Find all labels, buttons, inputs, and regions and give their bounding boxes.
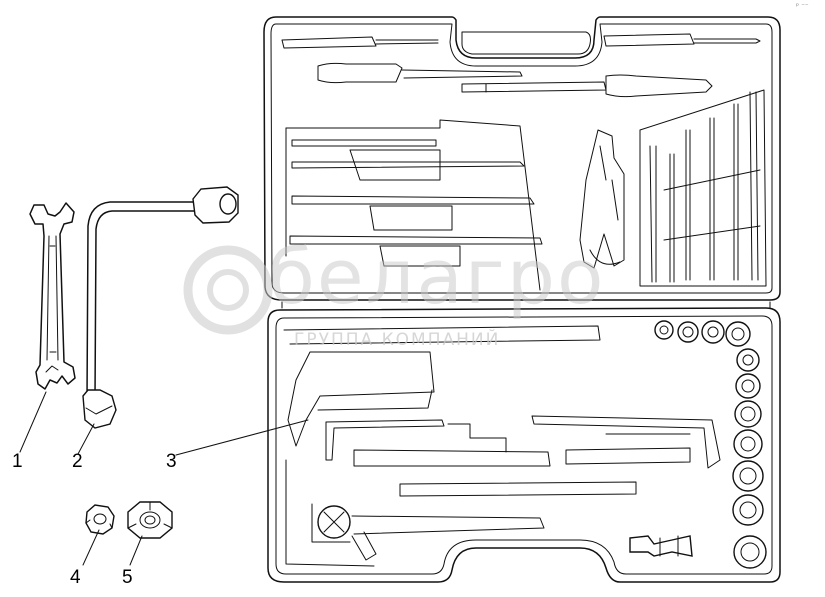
leader-lines (19, 391, 309, 566)
large-nut (127, 501, 173, 539)
screwdriver-bits-rack (639, 89, 767, 287)
callout-1: 1 (12, 451, 23, 472)
screwdriver-set (281, 33, 761, 98)
watermark-brand: белагро (268, 232, 606, 321)
callout-2: 2 (72, 451, 83, 472)
small-nut (85, 504, 115, 535)
pliers (579, 129, 625, 269)
universal-joint (629, 535, 693, 557)
l-socket-wrench (82, 186, 239, 429)
wrench-slots (283, 325, 721, 567)
extension-bars (285, 119, 543, 291)
socket-set (654, 320, 767, 569)
tool-case (263, 16, 781, 583)
callout-4: 4 (70, 567, 81, 588)
callout-3: 3 (166, 451, 177, 472)
corner-mark: ᵖ ⁻⁻ (796, 2, 809, 10)
open-end-wrench (29, 202, 76, 390)
callout-5: 5 (122, 567, 133, 588)
watermark-subtitle: ГРУППА КОМПАНИЙ (294, 330, 501, 350)
ratchet-handle (311, 503, 545, 561)
watermark-logo (183, 245, 273, 335)
case-base-lower (267, 307, 781, 583)
